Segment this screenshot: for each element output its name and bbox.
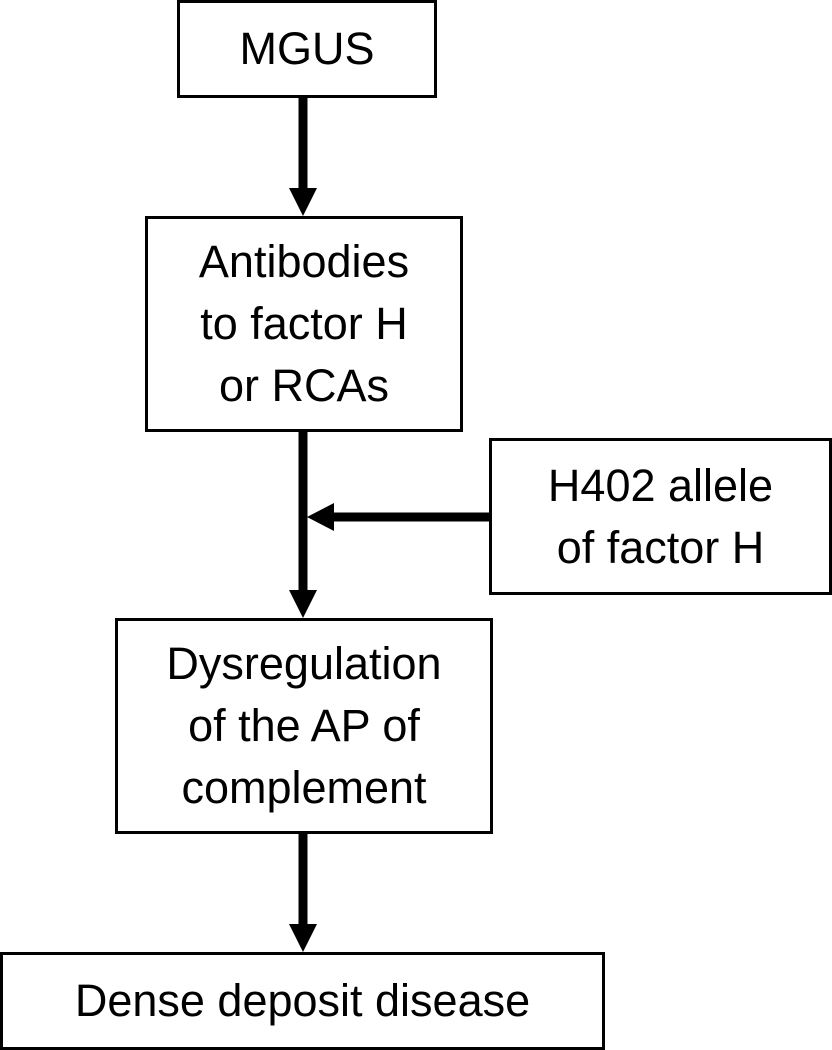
node-antibodies-line-1: Antibodies [198, 236, 410, 287]
node-dysregulation-line-1: Dysregulation [166, 638, 442, 689]
arrowhead-antibodies [289, 188, 317, 216]
node-h402-line-2: of factor H [556, 521, 765, 573]
node-dysregulation-line-2: of the AP of [188, 700, 420, 751]
node-dysregulation: Dysregulation of the AP of complement [115, 618, 493, 834]
node-antibodies-line-2: to factor H [200, 298, 408, 349]
node-dense-label: Dense deposit disease [74, 975, 531, 1026]
arrowhead-h402 [307, 503, 334, 531]
node-antibodies-line-3: or RCAs [218, 360, 390, 411]
node-h402-line-1: H402 allele [547, 459, 774, 511]
node-h402-allele: H402 allele of factor H [489, 438, 832, 595]
node-mgus: MGUS [177, 0, 437, 98]
node-dense-deposit-disease: Dense deposit disease [0, 952, 605, 1050]
arrowhead-dense [289, 924, 317, 952]
arrowhead-dysregulation [289, 590, 317, 618]
node-antibodies: Antibodies to factor H or RCAs [145, 216, 463, 432]
node-dysregulation-line-3: complement [181, 762, 427, 813]
node-mgus-label: MGUS [239, 23, 375, 74]
